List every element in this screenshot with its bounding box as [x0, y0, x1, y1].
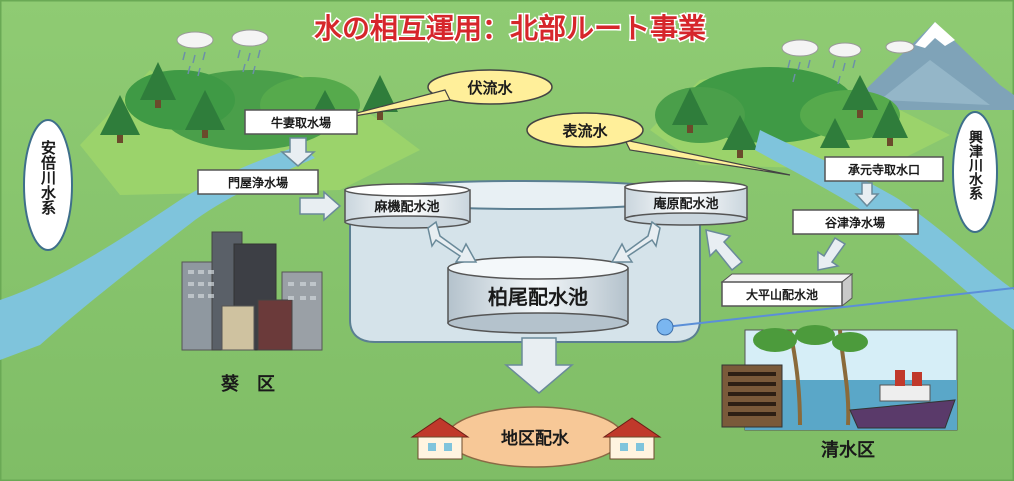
pipeline	[664, 287, 1014, 328]
yatsu-plant-box: 谷津浄水場	[792, 209, 919, 235]
pipeline-node	[656, 318, 674, 336]
hyoryusui-bubble: 表流水	[526, 112, 791, 176]
house-icon	[602, 417, 662, 460]
arrow-down-icon	[854, 182, 880, 208]
page-title: 水の相互運用：北部ルート事業	[314, 12, 706, 45]
district-distribution-label: 地区配水	[501, 428, 570, 449]
double-arrow-icon	[610, 220, 661, 263]
snow-mountain	[860, 22, 1014, 110]
arrow-up-left-icon	[705, 228, 744, 272]
asahata-reservoir: 麻機配水池	[344, 183, 471, 229]
flow-arrows	[280, 137, 880, 394]
ushizuma-intake-box: 牛妻取水場	[244, 109, 358, 135]
kashio-reservoir-label: 柏尾配水池	[488, 285, 588, 309]
kashio-reservoir: 柏尾配水池	[447, 256, 629, 334]
shimizu-ward-label: 清水区	[821, 439, 875, 461]
okitsu-river-label: 興津川水系	[967, 130, 984, 201]
ihara-reservoir-label: 庵原配水池	[653, 196, 718, 212]
yatsu-plant-label: 谷津浄水場	[825, 215, 885, 230]
ushizuma-intake-label: 牛妻取水場	[271, 115, 331, 130]
arrow-down-icon	[503, 337, 575, 394]
shimizu-ward-scene	[721, 325, 958, 431]
fukuryusui-label: 伏流水	[467, 79, 513, 97]
abe-river-label-badge: 安倍川水系	[23, 119, 73, 251]
tree-icons	[100, 62, 908, 158]
fukuryusui-bubble: 伏流水	[329, 69, 553, 121]
rain-drops	[182, 49, 856, 85]
shogenji-intake-box: 承元寺取水口	[824, 156, 944, 182]
ohirayama-reservoir-box: 大平山配水池	[720, 272, 854, 308]
aoi-ward-label: 葵 区	[220, 374, 275, 395]
double-arrow-icon	[427, 220, 478, 263]
arrow-right-icon	[299, 190, 342, 222]
hyoryusui-label: 表流水	[562, 122, 608, 140]
okitsu-river-label-badge: 興津川水系	[952, 111, 998, 233]
kadoya-plant-box: 門屋浄水場	[197, 169, 319, 195]
district-distribution: 地区配水	[446, 406, 624, 468]
ihara-reservoir: 庵原配水池	[624, 180, 748, 226]
arrow-down-left-icon	[817, 236, 847, 271]
rain-cloud-icon	[176, 29, 915, 58]
aoi-ward-buildings	[181, 231, 323, 351]
okitsu-river	[755, 130, 1014, 330]
asahata-reservoir-label: 麻機配水池	[373, 199, 439, 215]
abe-river	[0, 145, 315, 360]
abe-river-label: 安倍川水系	[39, 139, 57, 216]
kadoya-plant-label: 門屋浄水場	[228, 175, 288, 190]
house-icon	[410, 417, 470, 460]
ohirayama-reservoir-label: 大平山配水池	[746, 287, 818, 302]
shogenji-intake-label: 承元寺取水口	[848, 162, 920, 177]
arrow-down-icon	[280, 137, 316, 167]
